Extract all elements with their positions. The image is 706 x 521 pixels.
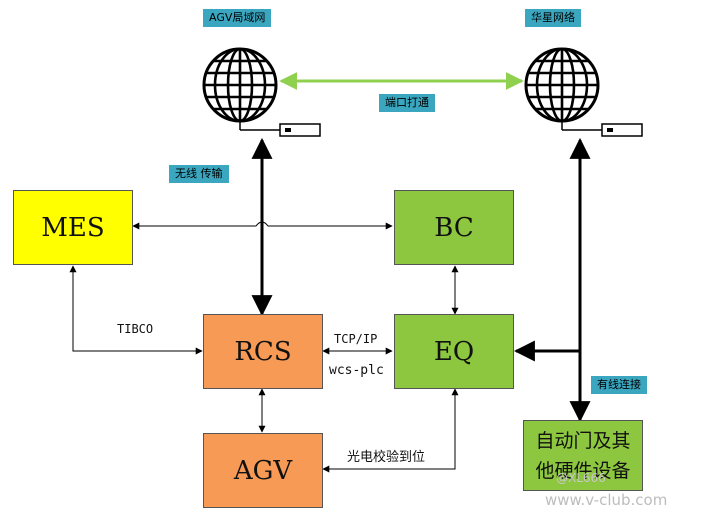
agv-eq-line (322, 388, 459, 473)
huaxing-network-tag: 华星网络 (525, 9, 581, 27)
eq-node: EQ (394, 314, 514, 389)
agv-label: AGV (233, 455, 293, 486)
eq-label: EQ (433, 336, 475, 367)
tibco-label: TIBCO (117, 322, 154, 336)
router-icon (561, 121, 643, 137)
mes-bc-line (132, 221, 393, 230)
hardware-node: 自动门及其他硬件设备 (523, 420, 643, 491)
globe-icon (524, 47, 600, 123)
photoelectric-label: 光电校验到位 (347, 450, 426, 465)
rcs-node: RCS (203, 314, 323, 389)
wired-tag: 有线连接 (591, 376, 647, 394)
bc-label: BC (434, 212, 474, 243)
wireless-tag: 无线 传输 (169, 165, 229, 183)
tcpip-label: TCP/IP (334, 332, 378, 346)
mes-label: MES (41, 212, 105, 243)
mes-rcs-line (69, 265, 203, 355)
agv-node: AGV (203, 433, 323, 508)
mes-node: MES (13, 190, 133, 265)
watermark-site: www.v-club.com (545, 491, 668, 509)
globe-icon (202, 47, 278, 123)
agv-lan-tag: AGV局域网 (203, 9, 272, 27)
rcs-label: RCS (234, 336, 292, 367)
port-tag: 端口打通 (379, 94, 435, 112)
hardware-label: 自动门及其他硬件设备 (535, 429, 631, 482)
router-icon (239, 121, 321, 137)
wcs-plc-label: wcs-plc (329, 363, 384, 378)
bc-node: BC (394, 190, 514, 265)
watermark-user: @XL666 (556, 471, 606, 485)
